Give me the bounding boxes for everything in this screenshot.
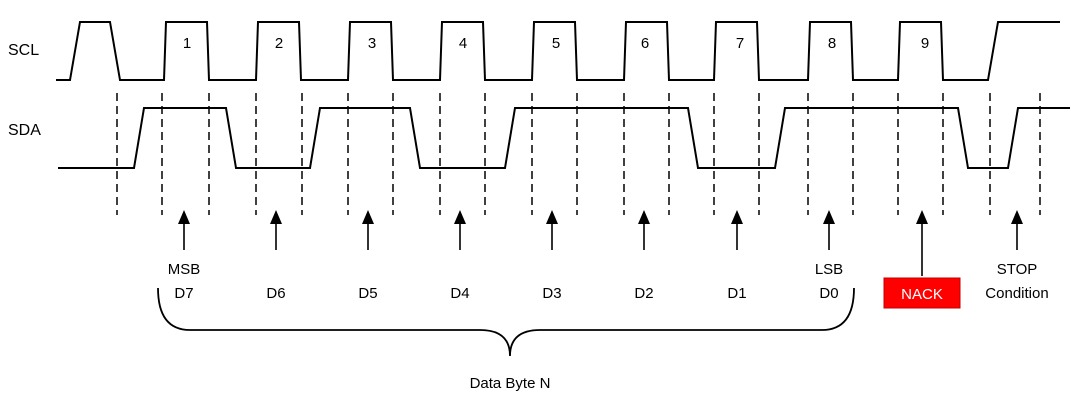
bit-label-top: LSB xyxy=(815,261,843,278)
bit-label: D2 xyxy=(634,285,653,302)
data-byte-brace xyxy=(157,287,855,357)
clock-number-4: 4 xyxy=(459,35,467,52)
arrow-up-icon xyxy=(362,210,374,250)
sda-waveform xyxy=(58,107,1070,169)
bit-label: D6 xyxy=(266,285,285,302)
arrow-up-icon xyxy=(1011,210,1023,250)
sample-arrows xyxy=(178,210,1023,276)
bit-label: D3 xyxy=(542,285,561,302)
sda-label: SDA xyxy=(8,122,41,139)
nack-badge: NACK xyxy=(883,277,961,309)
bit-label: D1 xyxy=(727,285,746,302)
scl-waveform xyxy=(56,21,1060,81)
arrow-up-icon xyxy=(454,210,466,250)
bit-label-top: MSB xyxy=(168,261,201,278)
clock-number-7: 7 xyxy=(736,35,744,52)
bit-label: D5 xyxy=(358,285,377,302)
arrow-up-icon xyxy=(638,210,650,250)
arrow-up-icon xyxy=(916,210,928,276)
stop-label: STOP xyxy=(997,261,1038,278)
bit-label: D4 xyxy=(450,285,469,302)
clock-number-8: 8 xyxy=(828,35,836,52)
bit-label: D0 xyxy=(819,285,838,302)
arrow-up-icon xyxy=(270,210,282,250)
arrow-up-icon xyxy=(731,210,743,250)
scl-label: SCL xyxy=(8,42,39,59)
clock-number-9: 9 xyxy=(921,35,929,52)
clock-number-3: 3 xyxy=(368,35,376,52)
data-byte-label: Data Byte N xyxy=(470,375,551,392)
arrow-up-icon xyxy=(178,210,190,250)
dashed-guides xyxy=(116,93,1041,215)
clock-number-2: 2 xyxy=(275,35,283,52)
arrow-up-icon xyxy=(546,210,558,250)
stop-condition-label: Condition xyxy=(985,285,1048,302)
clock-number-5: 5 xyxy=(552,35,560,52)
clock-number-1: 1 xyxy=(183,35,191,52)
nack-label: NACK xyxy=(901,286,943,303)
clock-number-6: 6 xyxy=(641,35,649,52)
bit-label: D7 xyxy=(174,285,193,302)
arrow-up-icon xyxy=(823,210,835,250)
